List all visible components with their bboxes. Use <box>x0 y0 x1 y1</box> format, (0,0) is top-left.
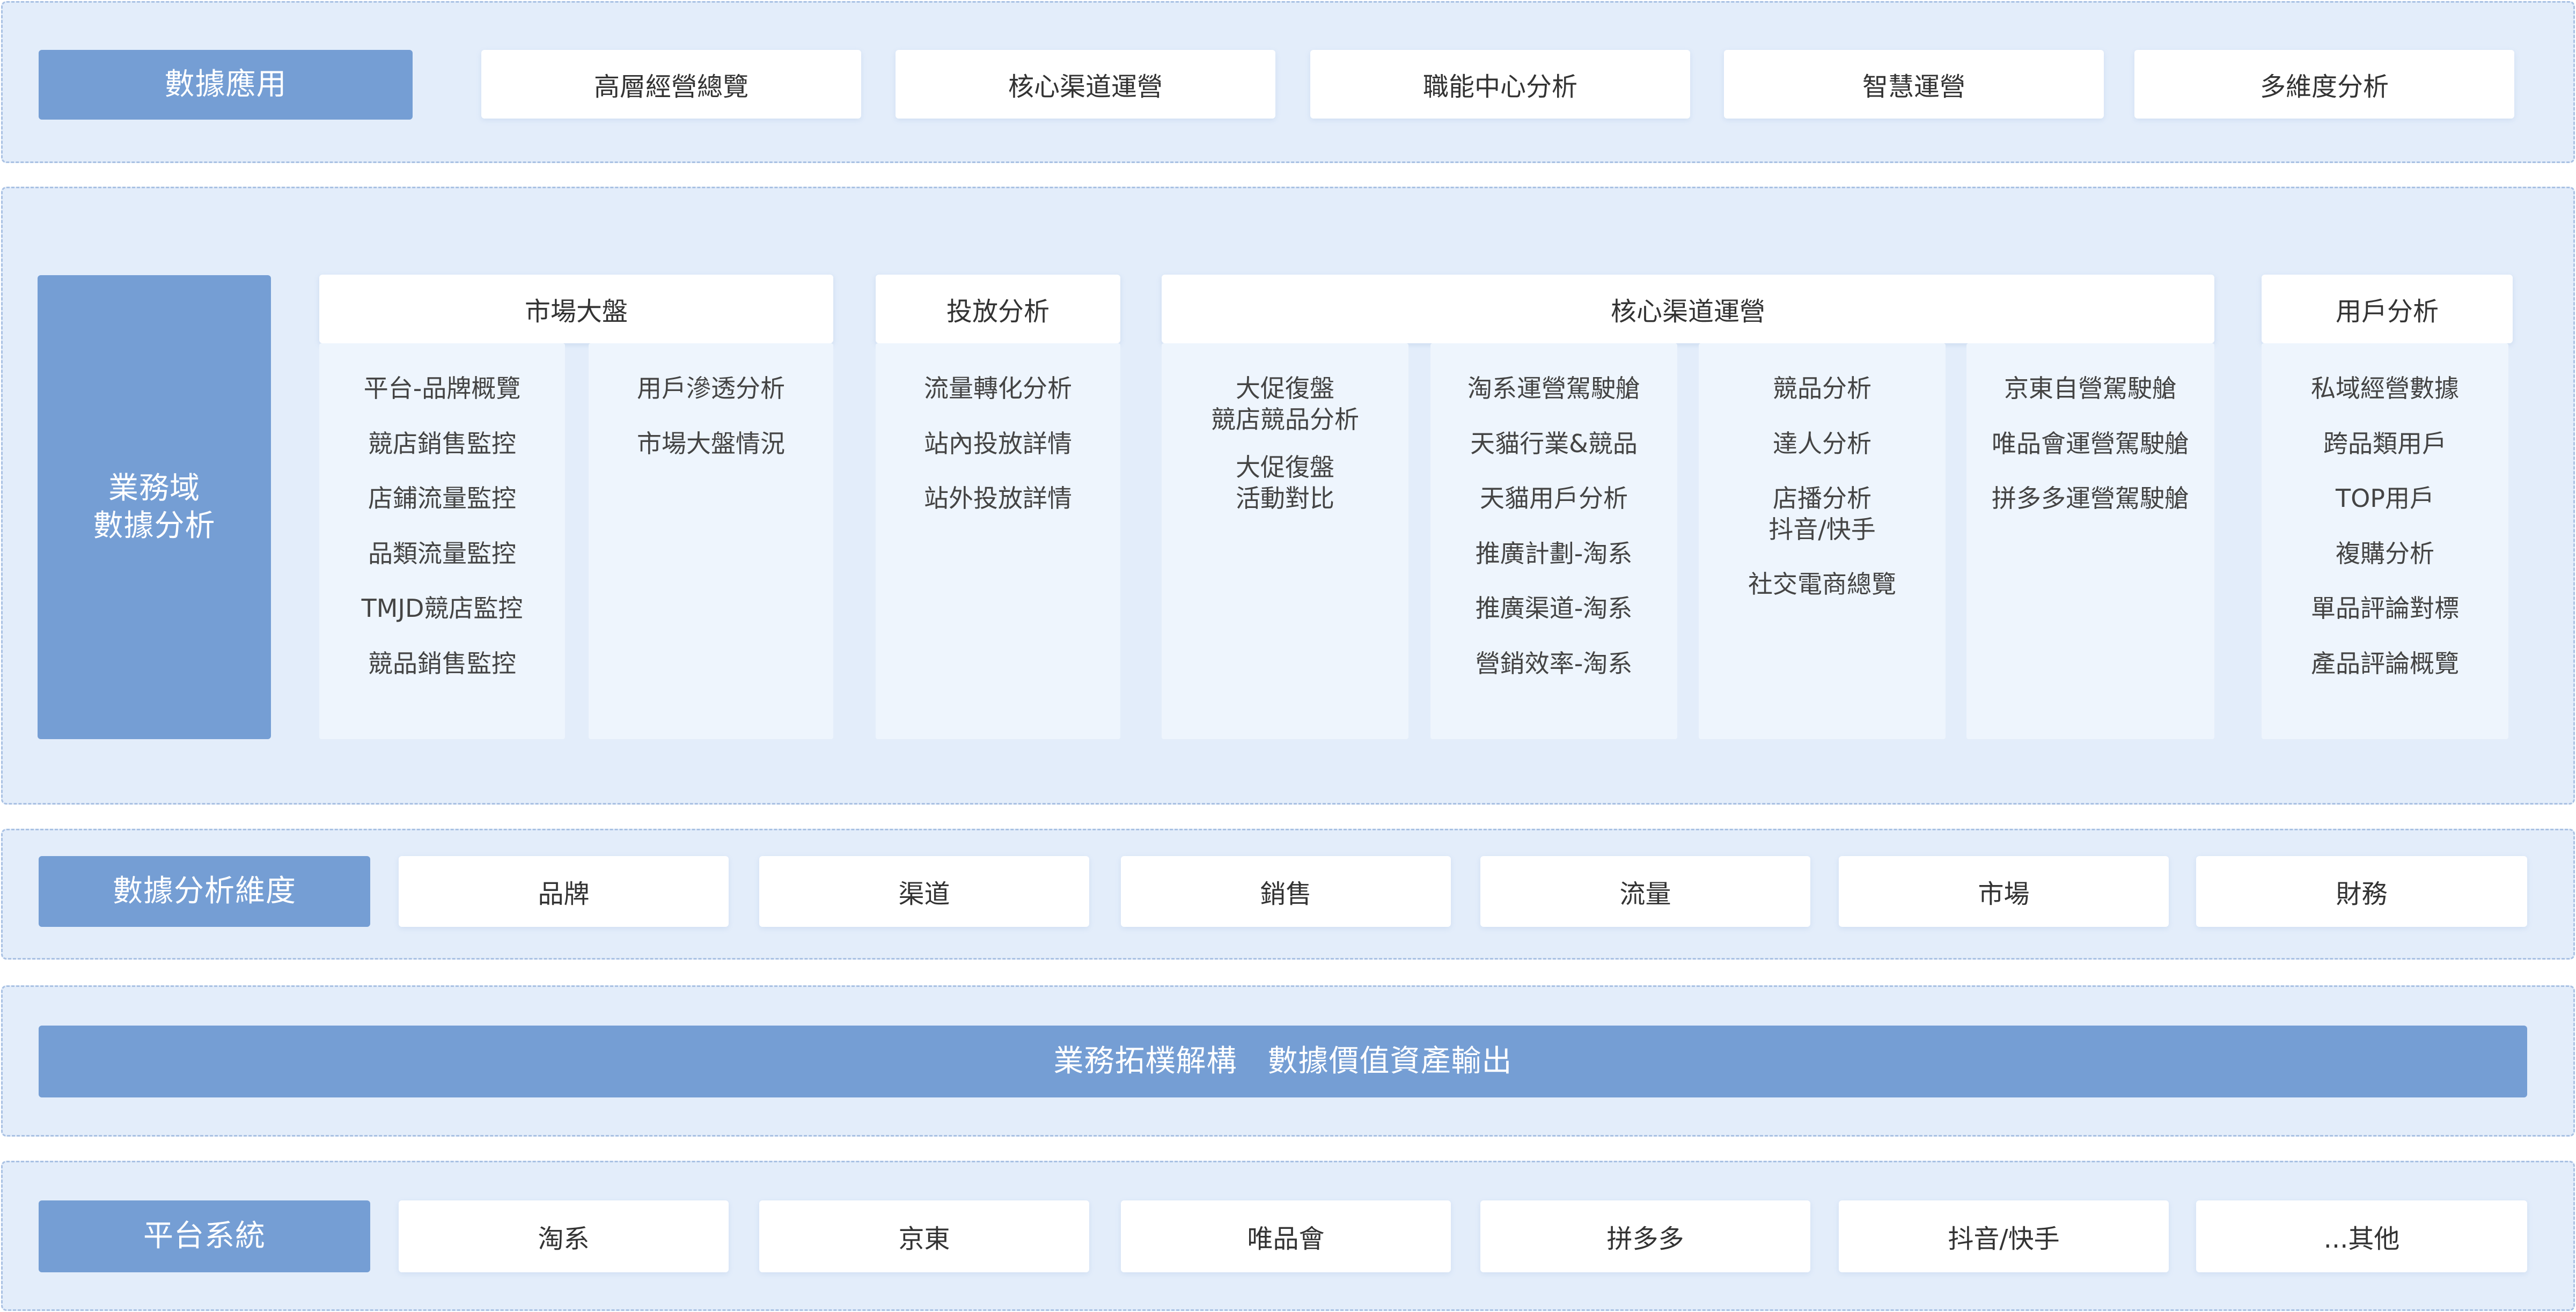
group-header-market: 市場大盤 <box>319 275 833 343</box>
layer-platform-systems: 平台系統 淘系 京東 唯品會 拼多多 抖音/快手 ...其他 <box>1 1161 2575 1311</box>
platform-item-jd: 京東 <box>759 1200 1089 1272</box>
platform-item-pinduoduo: 拼多多 <box>1480 1200 1810 1272</box>
value-output-banner: 業務拓樸解構 數據價值資產輸出 <box>39 1026 2527 1097</box>
list-item: 競店銷售監控 <box>368 429 516 458</box>
list-item: 社交電商總覽 <box>1748 570 1896 599</box>
list-item: 站外投放詳情 <box>924 484 1072 513</box>
list-item: 唯品會運營駕駛艙 <box>1992 429 2189 458</box>
list-item: 流量轉化分析 <box>924 374 1072 403</box>
list-item: 私域經營數據 <box>2311 374 2459 403</box>
layer-data-application: 數據應用 高層經營總覽 核心渠道運營 職能中心分析 智慧運營 多維度分析 <box>1 1 2575 163</box>
list-item: 拼多多運營駕駛艙 <box>1992 484 2189 513</box>
layer-title-business-analysis: 業務域 數據分析 <box>38 275 271 739</box>
list-item: 產品評論概覽 <box>2311 648 2459 678</box>
group-user-analysis-column-1: 私域經營數據 跨品類用戶 TOP用戶 複購分析 單品評論對標 產品評論概覽 <box>2262 343 2508 739</box>
dimension-item-brand: 品牌 <box>399 856 729 927</box>
list-item: 競品分析 <box>1773 374 1872 403</box>
dimension-item-sales: 銷售 <box>1121 856 1451 927</box>
layer-title-data-application: 數據應用 <box>39 50 413 120</box>
layer-title-analysis-dimensions: 數據分析維度 <box>39 856 370 927</box>
list-item: 達人分析 <box>1773 429 1872 458</box>
platform-item-vip: 唯品會 <box>1121 1200 1451 1272</box>
list-item: 淘系運營駕駛艙 <box>1467 374 1640 403</box>
list-item: 店鋪流量監控 <box>368 484 516 513</box>
list-item: 店播分析 抖音/快手 <box>1768 484 1876 544</box>
group-header-ad-placement: 投放分析 <box>876 275 1120 343</box>
dimension-item-market: 市場 <box>1839 856 2169 927</box>
dimension-item-channel: 渠道 <box>759 856 1089 927</box>
layer-value-output: 業務拓樸解構 數據價值資產輸出 <box>1 985 2575 1137</box>
list-item: 用戶滲透分析 <box>637 374 785 403</box>
group-header-core-channel: 核心渠道運營 <box>1162 275 2214 343</box>
layer-title-platform-systems: 平台系統 <box>39 1200 370 1272</box>
list-item: 單品評論對標 <box>2311 594 2459 623</box>
group-core-channel-column-1: 大促復盤 競店競品分析 大促復盤 活動對比 <box>1162 343 1408 739</box>
list-item: 平台-品牌概覽 <box>363 374 521 403</box>
dimension-item-traffic: 流量 <box>1480 856 1810 927</box>
list-item: 複購分析 <box>2336 539 2434 568</box>
platform-item-douyin-kuaishou: 抖音/快手 <box>1839 1200 2169 1272</box>
list-item: 品類流量監控 <box>368 539 516 568</box>
group-market-column-1: 平台-品牌概覽 競店銷售監控 店鋪流量監控 品類流量監控 TMJD競店監控 競品… <box>319 343 565 739</box>
list-item: 市場大盤情況 <box>637 429 785 458</box>
list-item: 跨品類用戶 <box>2323 429 2447 458</box>
app-item-smart-ops: 智慧運營 <box>1724 50 2104 119</box>
layer-analysis-dimensions: 數據分析維度 品牌 渠道 銷售 流量 市場 財務 <box>1 829 2575 960</box>
list-item: TMJD競店監控 <box>361 594 523 623</box>
dimension-item-finance: 財務 <box>2196 856 2527 927</box>
list-item: 營銷效率-淘系 <box>1475 648 1633 678</box>
list-item: 大促復盤 競店競品分析 <box>1211 374 1359 434</box>
group-market-column-2: 用戶滲透分析 市場大盤情況 <box>589 343 833 739</box>
list-item: 天貓用戶分析 <box>1480 484 1628 513</box>
platform-item-others: ...其他 <box>2196 1200 2527 1272</box>
app-item-multi-dimension: 多維度分析 <box>2134 50 2514 119</box>
group-core-channel-column-4: 京東自營駕駛艙 唯品會運營駕駛艙 拼多多運營駕駛艙 <box>1966 343 2214 739</box>
list-item: 京東自營駕駛艙 <box>2004 374 2177 403</box>
list-item: 大促復盤 活動對比 <box>1236 453 1334 513</box>
list-item: 推廣計劃-淘系 <box>1475 539 1633 568</box>
group-core-channel-column-2: 淘系運營駕駛艙 天貓行業&競品 天貓用戶分析 推廣計劃-淘系 推廣渠道-淘系 營… <box>1430 343 1677 739</box>
list-item: 競品銷售監控 <box>368 648 516 678</box>
list-item: 推廣渠道-淘系 <box>1475 594 1633 623</box>
app-item-function-center: 職能中心分析 <box>1310 50 1690 119</box>
list-item: 天貓行業&競品 <box>1470 429 1638 458</box>
group-ad-placement-column-1: 流量轉化分析 站內投放詳情 站外投放詳情 <box>876 343 1120 739</box>
platform-item-taobao: 淘系 <box>399 1200 729 1272</box>
list-item: 站內投放詳情 <box>924 429 1072 458</box>
app-item-core-channel-ops: 核心渠道運營 <box>896 50 1275 119</box>
group-header-user-analysis: 用戶分析 <box>2262 275 2513 343</box>
app-item-executive-overview: 高層經營總覽 <box>481 50 861 119</box>
list-item: TOP用戶 <box>2335 484 2435 513</box>
group-core-channel-column-3: 競品分析 達人分析 店播分析 抖音/快手 社交電商總覽 <box>1699 343 1946 739</box>
